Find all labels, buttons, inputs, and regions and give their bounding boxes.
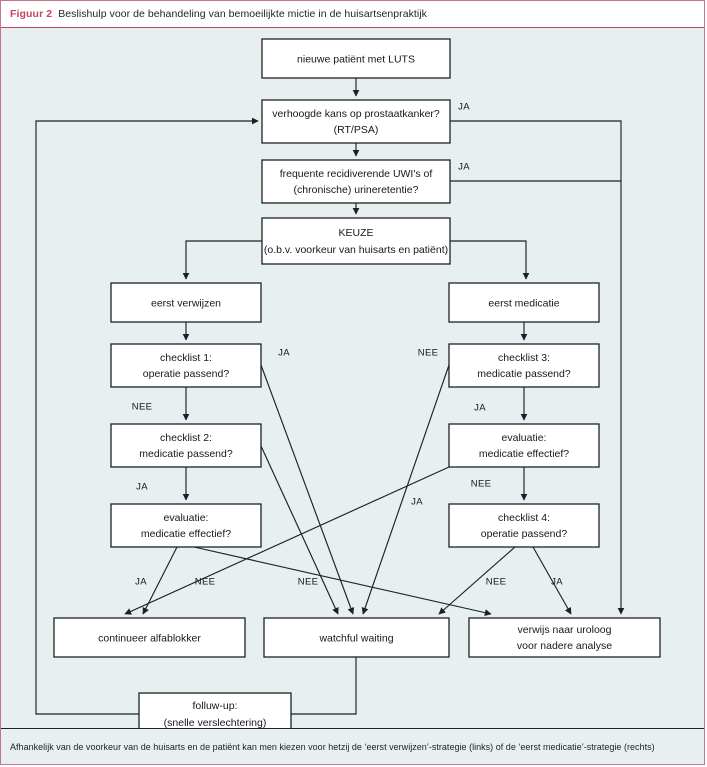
node-label: nieuwe patiënt met LUTS [297, 53, 415, 65]
node-label: eerst verwijzen [151, 297, 221, 309]
node-label: verwijs naar uroloog [518, 624, 612, 636]
flowchart-canvas: nieuwe patiënt met LUTS verhoogde kans o… [1, 28, 704, 730]
node-label: frequente recidiverende UWI's of [280, 168, 433, 180]
node-folluw-up[interactable]: folluw-up: (snelle verslechtering) [138, 692, 292, 730]
edge-label-nee: NEE [132, 402, 152, 413]
node-continueer-alfablokker[interactable]: continueer alfablokker [53, 617, 246, 658]
node-evaluatie-rechts[interactable]: evaluatie: medicatie effectief? [448, 423, 600, 468]
node-evaluatie-links[interactable]: evaluatie: medicatie effectief? [110, 503, 262, 548]
node-label: checklist 1: [160, 352, 212, 364]
node-label: operatie passend? [143, 368, 230, 380]
node-label: medicatie passend? [139, 448, 233, 460]
edge-keuze-to-medicatie [450, 240, 530, 280]
node-nieuwe-patient[interactable]: nieuwe patiënt met LUTS [261, 38, 451, 79]
edge-label-nee: NEE [471, 479, 491, 490]
node-label: (chronische) urineretentie? [294, 184, 419, 196]
node-watchful-waiting[interactable]: watchful waiting [263, 617, 450, 658]
node-label: checklist 3: [498, 352, 550, 364]
node-label: (snelle verslechtering) [164, 717, 267, 729]
edge-label-ja: JA [278, 348, 290, 359]
node-label: evaluatie: [502, 432, 547, 444]
node-label: medicatie effectief? [141, 528, 231, 540]
edge-evaluatie-links-nee-to-uroloog [193, 546, 492, 616]
node-label: folluw-up: [193, 700, 238, 712]
node-label: checklist 2: [160, 432, 212, 444]
node-verwijs-naar-uroloog[interactable]: verwijs naar uroloog voor nadere analyse [468, 617, 661, 658]
edge-label-nee: NEE [486, 577, 506, 588]
edge-watchful-to-followup [291, 657, 357, 715]
edge-label-ja: JA [458, 102, 470, 113]
node-label: continueer alfablokker [98, 632, 201, 644]
edge-evaluatie-links-ja-to-alfablokker [142, 546, 178, 615]
node-label: evaluatie: [164, 512, 209, 524]
edge-label-nee: NEE [298, 577, 318, 588]
node-label: medicatie effectief? [479, 448, 569, 460]
node-label: watchful waiting [318, 632, 393, 644]
node-keuze[interactable]: KEUZE (o.b.v. voorkeur van huisarts en p… [261, 217, 451, 265]
edge-label-nee: NEE [195, 577, 215, 588]
node-label: voor nadere analyse [517, 640, 612, 652]
edge-label-ja: JA [474, 403, 486, 414]
node-label: verhoogde kans op prostaatkanker? [272, 108, 440, 120]
node-eerst-medicatie[interactable]: eerst medicatie [448, 282, 600, 323]
node-label: checklist 4: [498, 512, 550, 524]
figure-footer: Afhankelijk van de voorkeur van de huisa… [1, 728, 704, 764]
figure-caption: Afhankelijk van de voorkeur van de huisa… [10, 741, 655, 752]
node-label: medicatie passend? [477, 368, 571, 380]
edge-keuze-to-verwijzen [182, 240, 262, 280]
node-label: KEUZE [338, 227, 373, 239]
edge-label-ja: JA [551, 577, 563, 588]
edge-label-nee: NEE [418, 348, 438, 359]
edge-followup-to-prostaat-loop [35, 117, 259, 715]
figure-header: Figuur 2 Beslishulp voor de behandeling … [1, 1, 704, 28]
node-eerst-verwijzen[interactable]: eerst verwijzen [110, 282, 262, 323]
figure-title: Beslishulp voor de behandeling van bemoe… [58, 8, 427, 20]
edge-checklist3-nee-to-watchful [361, 364, 450, 615]
edge-checklist4-ja-to-uroloog [532, 546, 572, 615]
node-checklist-1[interactable]: checklist 1: operatie passend? [110, 343, 262, 388]
edge-label-ja: JA [458, 162, 470, 173]
node-label: (o.b.v. voorkeur van huisarts en patiënt… [264, 244, 448, 256]
node-checklist-3[interactable]: checklist 3: medicatie passend? [448, 343, 600, 388]
figure-number: Figuur 2 [10, 8, 53, 20]
edge-label-ja: JA [135, 577, 147, 588]
edge-checklist1-ja-to-watchful [260, 364, 355, 615]
node-layer: nieuwe patiënt met LUTS verhoogde kans o… [53, 38, 661, 730]
edge-label-ja: JA [136, 482, 148, 493]
edge-evaluatie-rechts-ja-to-alfablokker [124, 466, 450, 615]
node-label: eerst medicatie [488, 297, 559, 309]
edge-prostaat-ja-to-uroloog [450, 120, 625, 615]
edge-label-layer: JA JA NEE JA NEE JA JA NEE JA JA NEE NEE… [132, 102, 563, 588]
node-checklist-4[interactable]: checklist 4: operatie passend? [448, 503, 600, 548]
node-label: operatie passend? [481, 528, 568, 540]
edge-checklist2-nee-to-watchful [260, 445, 339, 615]
node-checklist-2[interactable]: checklist 2: medicatie passend? [110, 423, 262, 468]
edge-layer [35, 78, 625, 715]
node-verhoogde-kans-prostaatkanker[interactable]: verhoogde kans op prostaatkanker? (RT/PS… [261, 99, 451, 144]
edge-label-ja: JA [411, 497, 423, 508]
edge-checklist4-nee-to-watchful [438, 546, 516, 615]
node-recidiverende-uwi[interactable]: frequente recidiverende UWI's of (chroni… [261, 159, 451, 204]
node-label: (RT/PSA) [334, 124, 379, 136]
